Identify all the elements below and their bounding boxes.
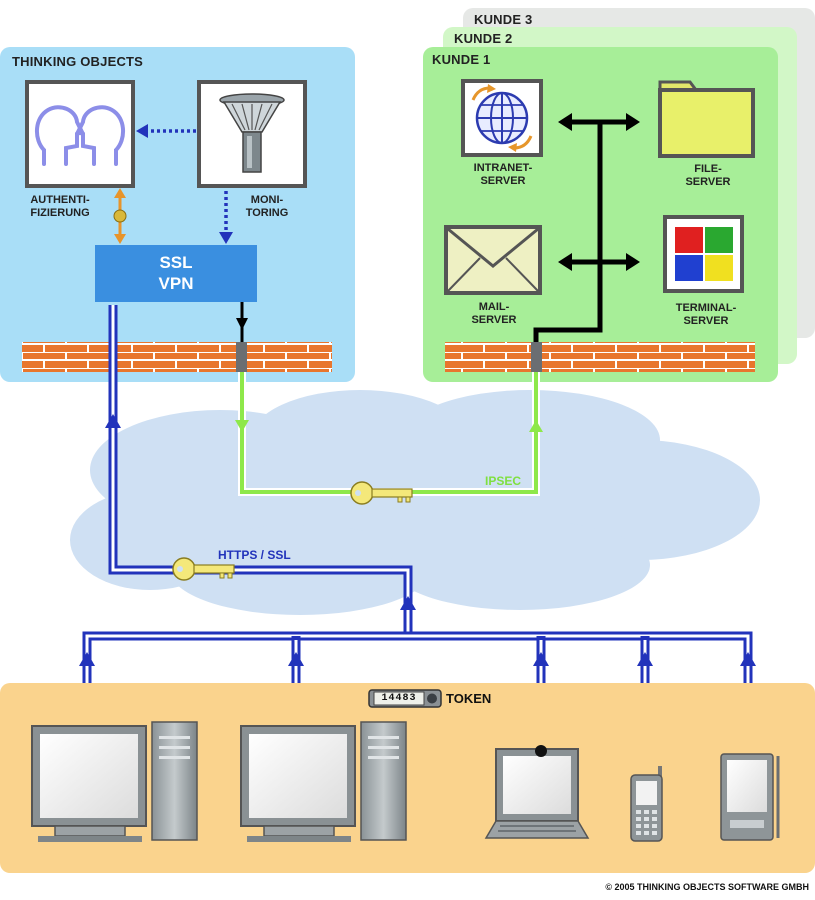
terminal-server-node: [663, 215, 744, 293]
mail-server-line2: SERVER: [471, 314, 517, 326]
globe-icon: [471, 84, 533, 152]
file-server-line2: SERVER: [685, 176, 731, 188]
file-server-label: FILE- SERVER: [660, 163, 756, 189]
mobile-phone: [630, 766, 663, 842]
intranet-server-line1: INTRANET-: [473, 162, 533, 174]
thinking-objects-title: THINKING OBJECTS: [12, 54, 144, 69]
windows-logo-icon: [675, 227, 733, 281]
ipsec-arrow-down: [235, 420, 249, 432]
vpn-down-arrowhead: [236, 318, 248, 330]
firewall-port-to: [236, 342, 247, 372]
terminal-server-line2: SERVER: [683, 315, 729, 327]
monitoring-label: MONI- TORING: [232, 194, 302, 220]
auth-vpn-connector: [113, 209, 127, 223]
lan-arrowheads: [558, 113, 640, 271]
copyright: © 2005 THINKING OBJECTS SOFTWARE GMBH: [605, 882, 809, 892]
monitoring-label-line2: TORING: [245, 207, 289, 219]
firewall-kunde1: [445, 342, 755, 372]
monitor-to-auth-arrowhead: [136, 124, 148, 138]
lighthouse-icon: [219, 93, 285, 173]
intranet-server-node: [461, 79, 543, 157]
mail-server-label: MAIL- SERVER: [446, 301, 542, 327]
file-server-line1: FILE-: [694, 163, 722, 175]
ssl-vpn-node: SSL VPN: [95, 245, 257, 302]
mail-server-node: [444, 225, 542, 295]
terminal-server-label: TERMINAL- SERVER: [656, 302, 756, 328]
intranet-server-label: INTRANET- SERVER: [455, 162, 551, 188]
laptop: [484, 745, 590, 839]
authentication-node: [25, 80, 135, 188]
auth-label: AUTHENTI- FIZIERUNG: [10, 194, 110, 220]
https-arrow-up-lower: [400, 596, 416, 610]
two-heads-icon: [35, 105, 125, 166]
folder-icon: [658, 88, 755, 158]
auth-label-line1: AUTHENTI-: [30, 194, 90, 206]
key-icon: [172, 557, 235, 581]
kunde2-title: KUNDE 2: [454, 31, 513, 46]
client-panel: [0, 683, 815, 873]
internet-cloud: [70, 390, 760, 615]
ssl-vpn-line2: VPN: [158, 274, 194, 293]
terminal-server-line1: TERMINAL-: [675, 302, 737, 314]
token-display: 14483: [381, 693, 417, 704]
desktop-computer-2: [240, 721, 407, 842]
token-device: [368, 689, 442, 708]
webcam-icon: [535, 745, 547, 757]
pda-device: [720, 753, 780, 841]
intranet-server-line2: SERVER: [480, 175, 526, 187]
monitor-to-vpn-arrowhead: [219, 232, 233, 244]
firewall-port-kunde: [531, 342, 542, 372]
ipsec-arrow-up: [529, 420, 543, 432]
token-label: TOKEN: [446, 691, 492, 706]
desktop-computer-1: [31, 721, 198, 842]
customer-lan: [533, 119, 630, 342]
client-bus-arrows: [79, 652, 756, 666]
monitoring-node: [197, 80, 307, 188]
firewall-thinking-objects: [22, 342, 332, 372]
monitoring-label-line1: MONI-: [250, 194, 284, 206]
auth-label-line2: FIZIERUNG: [30, 207, 90, 219]
ssl-vpn-line1: SSL: [159, 253, 193, 272]
envelope-icon: [444, 225, 542, 295]
kunde3-title: KUNDE 3: [474, 12, 533, 27]
https-arrow-up-upper: [105, 414, 121, 428]
key-icon: [350, 481, 413, 505]
kunde1-title: KUNDE 1: [432, 52, 491, 67]
https-ssl-label: HTTPS / SSL: [218, 548, 291, 562]
ipsec-label: IPSEC: [485, 474, 522, 488]
mail-server-line1: MAIL-: [478, 301, 510, 313]
file-server-node: [658, 80, 755, 158]
